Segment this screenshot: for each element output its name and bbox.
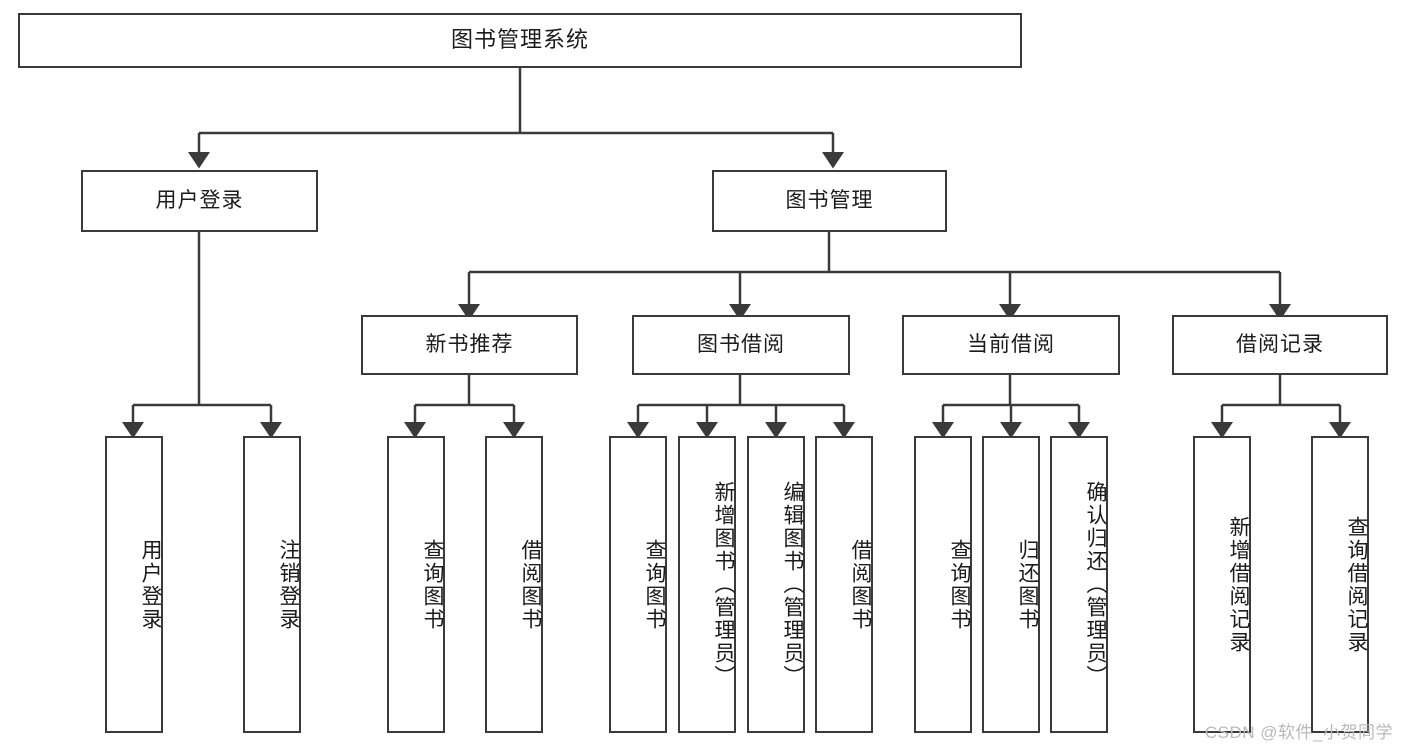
node-label: 确认归还（管理员） [1084,481,1107,688]
node-label: 查询借阅记录 [1345,515,1368,654]
node-leaf-edit-book-admin[interactable]: 编辑图书（管理员） [747,436,805,733]
node-leaf-query-borrow-record[interactable]: 查询借阅记录 [1311,436,1369,733]
node-label: 新增图书（管理员） [712,481,735,688]
node-label: 当前借阅 [967,333,1055,357]
node-leaf-query-book-borrow[interactable]: 查询图书 [609,436,667,733]
node-label: 用户登录 [155,189,244,213]
node-label: 查询图书 [948,538,971,631]
node-label: 新增借阅记录 [1227,515,1250,654]
node-leaf-confirm-return-admin[interactable]: 确认归还（管理员） [1050,436,1108,733]
node-label: 借阅记录 [1236,333,1324,357]
node-leaf-add-borrow-record[interactable]: 新增借阅记录 [1193,436,1251,733]
node-label: 注销登录 [277,538,300,631]
node-label: 用户登录 [139,538,162,631]
node-book-management[interactable]: 图书管理 [712,170,947,232]
node-book-borrow[interactable]: 图书借阅 [632,315,850,375]
node-label: 图书借阅 [697,333,785,357]
node-leaf-add-book-admin[interactable]: 新增图书（管理员） [678,436,736,733]
node-leaf-return-book[interactable]: 归还图书 [982,436,1040,733]
node-current-borrow[interactable]: 当前借阅 [902,315,1120,375]
node-leaf-logout[interactable]: 注销登录 [243,436,301,733]
node-label: 图书管理系统 [450,27,589,53]
node-label: 查询图书 [643,538,666,631]
node-label: 新书推荐 [425,333,514,357]
node-leaf-borrow-book-recommend[interactable]: 借阅图书 [485,436,543,733]
node-new-book-recommend[interactable]: 新书推荐 [361,315,578,375]
node-label: 编辑图书（管理员） [781,481,804,688]
node-label: 查询图书 [421,538,444,631]
node-user-login[interactable]: 用户登录 [81,170,318,232]
node-leaf-query-book-current[interactable]: 查询图书 [914,436,972,733]
node-leaf-borrow-book[interactable]: 借阅图书 [815,436,873,733]
node-label: 归还图书 [1016,538,1039,631]
node-label: 借阅图书 [849,538,872,631]
node-label: 借阅图书 [519,538,542,631]
node-leaf-query-book-recommend[interactable]: 查询图书 [387,436,445,733]
watermark: CSDN @软件_小贺同学 [1204,723,1393,742]
node-label: 图书管理 [785,189,874,213]
node-borrow-record[interactable]: 借阅记录 [1172,315,1388,375]
node-root-book-management-system[interactable]: 图书管理系统 [18,13,1022,68]
node-leaf-user-login[interactable]: 用户登录 [105,436,163,733]
